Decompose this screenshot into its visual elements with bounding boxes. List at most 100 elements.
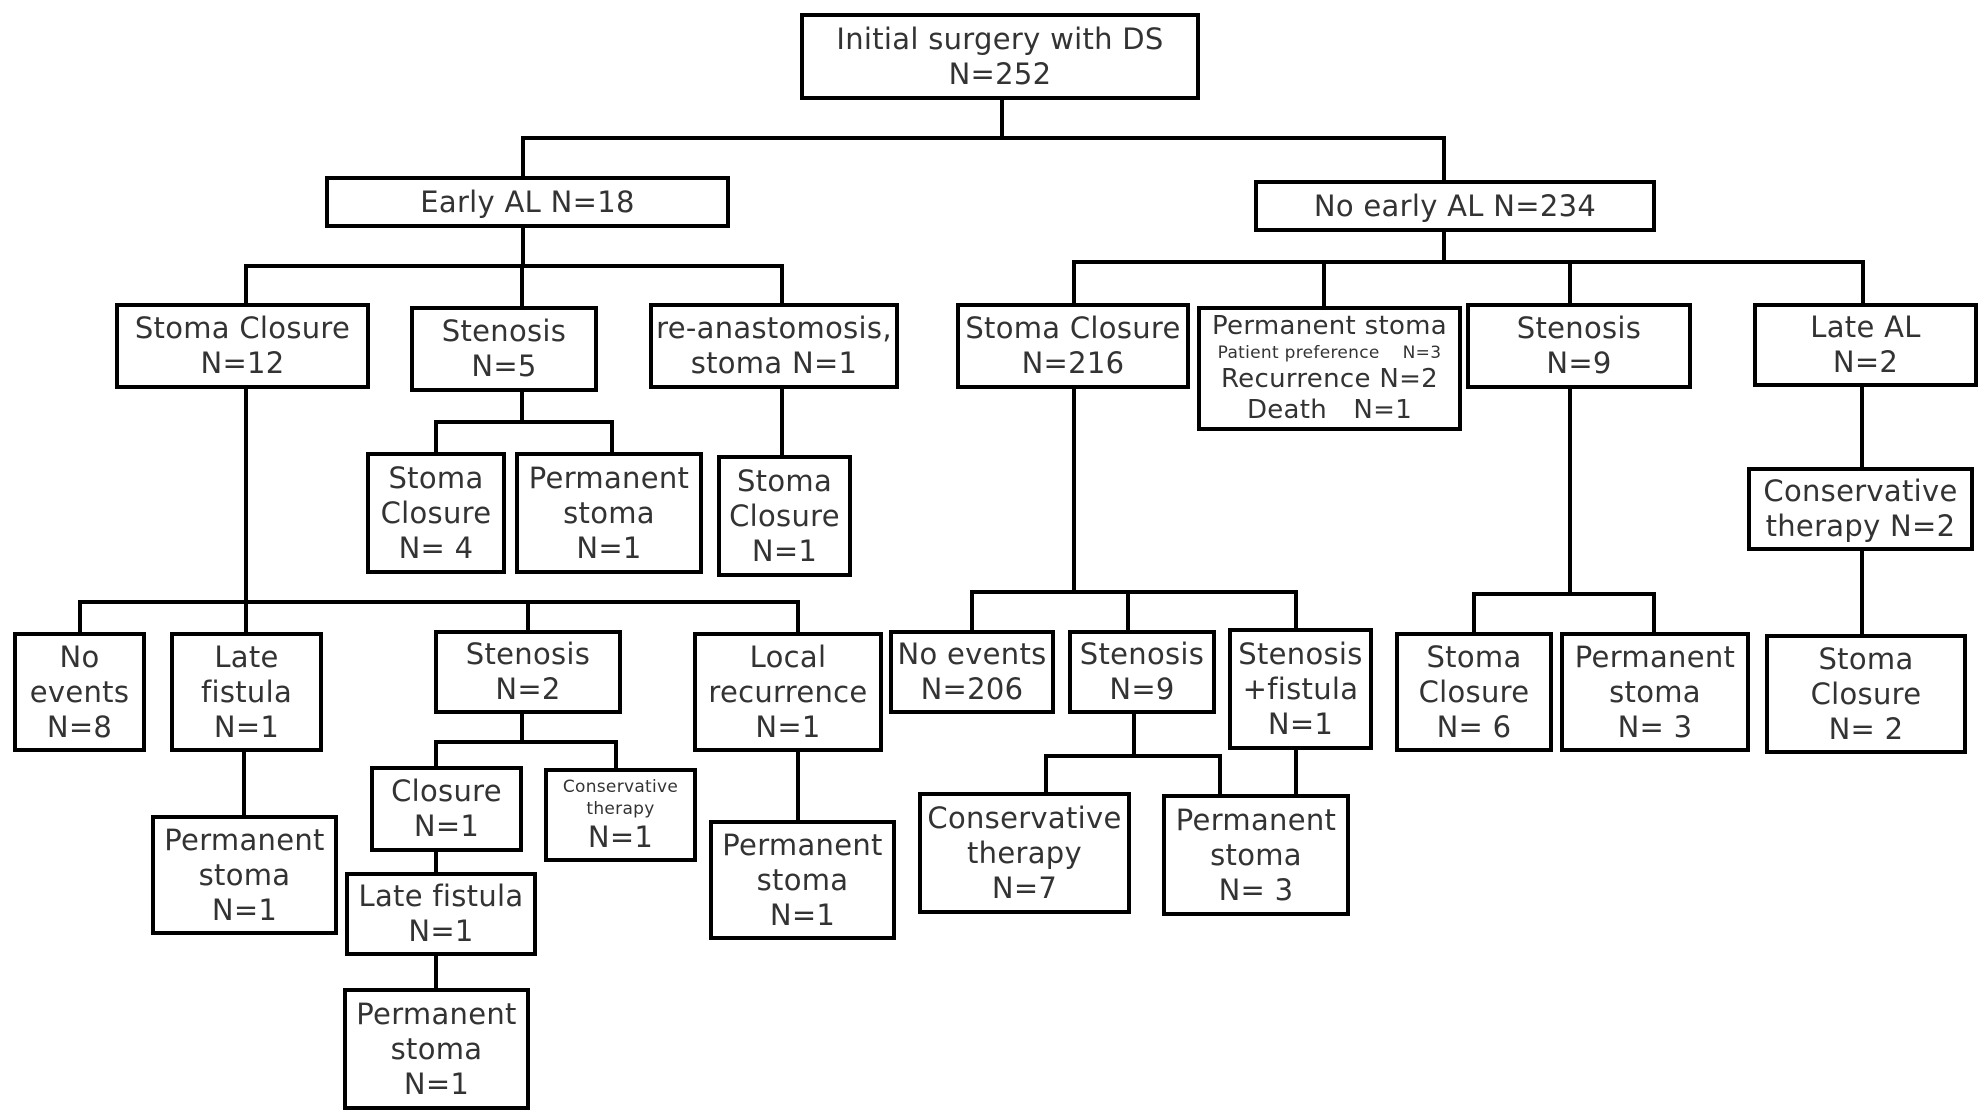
node-text: Early AL N=18 [420,184,635,219]
node-early-stenosis-permanent: Permanent stoma N=1 [515,452,703,574]
node-text: Late [214,639,279,674]
node-text: re-anastomosis, [656,311,892,345]
node-early-stenosis: Stenosis N=5 [410,306,598,392]
node-text: Stenosis [441,314,567,348]
node-text: Conservative [562,776,679,797]
node-text: No events [897,637,1047,671]
node-text: Death N=1 [1246,395,1413,425]
node-text: N=216 [1021,346,1125,380]
node-text: N=1 [1267,706,1334,741]
node-text: Stenosis [1516,311,1642,345]
node-text: Late fistula [358,879,524,913]
node-no-al-stenosis-closure-6: Stoma Closure N= 6 [1395,632,1553,752]
node-text: N=8 [46,709,113,744]
node-early-permanent-bottom: Permanent stoma N=1 [343,988,530,1110]
node-early-late-fistula: Late fistula N=1 [170,632,323,752]
node-no-al-stenosis: Stenosis N=9 [1466,303,1692,389]
node-text: Initial surgery with DS [836,21,1164,56]
node-no-al-conservative-7: Conservative therapy N=7 [918,792,1131,914]
node-text: N=1 [211,892,278,927]
node-no-al-late-closure-2: Stoma Closure N= 2 [1765,634,1967,754]
node-text: Stenosis [1238,636,1363,671]
node-text: N= 3 [1617,709,1693,744]
node-no-al-stenosis-fistula: Stenosis +fistula N=1 [1228,628,1373,750]
node-early-al: Early AL N=18 [325,176,730,228]
node-no-al-stenosis-2: Stenosis N=9 [1068,630,1216,714]
node-no-al-permanent-3: Permanent stoma N= 3 [1162,794,1350,916]
node-text: No [59,639,100,674]
node-text: N=1 [576,530,642,565]
node-no-al-stenosis-permanent-3: Permanent stoma N= 3 [1560,632,1750,752]
node-text: N= 2 [1828,711,1904,746]
node-text: Permanent [722,827,883,862]
node-text: stoma [756,862,849,897]
node-text: stoma [1210,837,1302,872]
node-text: stoma [390,1031,483,1066]
node-text: Closure [729,498,840,533]
node-text: events [29,674,130,709]
node-text: stoma [198,857,291,892]
node-text: N= 4 [398,530,474,565]
node-early-stenosis-2: Stenosis N=2 [434,630,622,714]
node-text: Stoma [1818,641,1914,676]
node-text: N=1 [408,914,474,948]
node-early-late-fistula-2: Late fistula N=1 [345,872,537,956]
node-text: N=1 [755,709,821,744]
node-text: N=1 [413,809,480,843]
node-text: N=9 [1546,346,1612,380]
node-text: Stoma [1426,639,1522,674]
node-initial-surgery: Initial surgery with DS N=252 [800,13,1200,100]
node-text: Stoma Closure [965,311,1181,345]
node-text: Permanent [1175,802,1337,837]
node-text: N=1 [751,533,818,568]
node-text: Permanent stoma [1211,311,1448,341]
node-no-al-conservative-2: Conservative therapy N=2 [1747,467,1974,551]
node-text: recurrence [708,674,868,709]
node-text: N=1 [403,1066,470,1101]
node-text: Stenosis [465,637,591,671]
node-text: stoma [1609,674,1701,709]
node-text: stoma N=1 [690,346,858,380]
node-no-early-al: No early AL N=234 [1254,180,1656,232]
node-text: Stoma [736,463,833,498]
node-early-local-recurrence: Local recurrence N=1 [693,632,883,752]
node-text: Permanent [356,996,517,1031]
node-early-closure: Closure N=1 [370,766,523,852]
node-text: N=1 [769,897,836,932]
node-text: N=2 [1832,345,1899,379]
node-early-late-fistula-permanent: Permanent stoma N=1 [151,815,338,935]
node-text: N= 3 [1218,872,1294,907]
node-text: N=252 [948,56,1052,91]
node-early-reanastomosis-closure: Stoma Closure N=1 [717,455,852,577]
node-early-local-recurrence-permanent: Permanent stoma N=1 [709,820,896,940]
node-text: Stenosis [1079,637,1205,671]
node-text: N=9 [1109,672,1175,706]
node-early-no-events: No events N=8 [13,632,146,752]
node-no-al-permanent-stoma: Permanent stoma Patient preference N=3 R… [1197,306,1462,431]
node-text: therapy [967,835,1082,870]
node-text: Closure [1418,674,1530,709]
node-text: Conservative [1763,474,1958,508]
node-text: N=1 [213,709,280,744]
node-early-stoma-closure: Stoma Closure N=12 [115,303,370,389]
node-no-al-stoma-closure: Stoma Closure N=216 [956,303,1190,389]
node-no-al-late-al: Late AL N=2 [1753,303,1978,387]
node-early-reanastomosis: re-anastomosis, stoma N=1 [649,303,899,389]
node-text: Closure [380,495,492,530]
node-text: N=2 [495,672,561,706]
node-text: Stoma Closure [134,311,351,345]
node-text: Closure [1810,676,1922,711]
node-text: N=1 [587,819,654,854]
node-text: N= 6 [1436,709,1512,744]
node-text: N=12 [200,346,285,380]
node-text: Closure [391,774,502,808]
node-text: Recurrence N=2 [1220,364,1439,394]
node-early-stenosis-closure: Stoma Closure N= 4 [366,452,506,574]
node-early-conservative: Conservative therapy N=1 [544,768,697,862]
node-text: +fistula [1242,671,1359,706]
node-text: Late AL [1810,310,1921,344]
node-text: Permanent [528,460,690,495]
node-text: Patient preference N=3 [1217,343,1442,363]
